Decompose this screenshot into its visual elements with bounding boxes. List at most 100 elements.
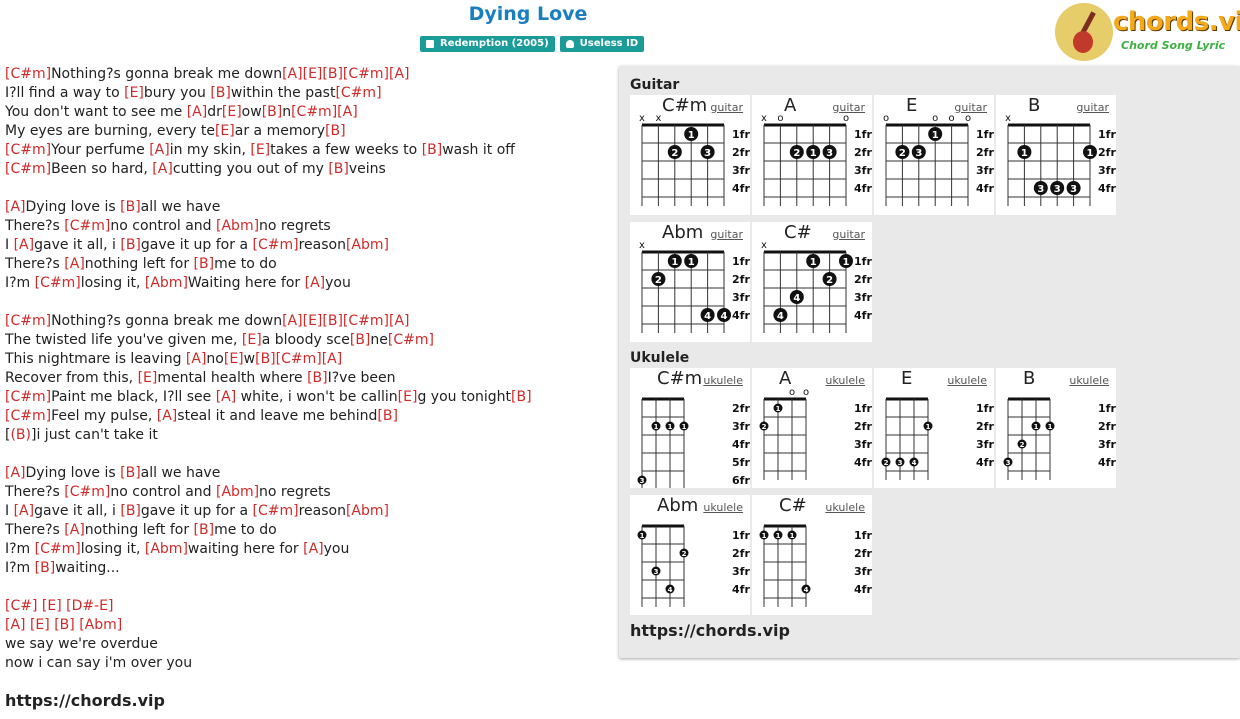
chord-link[interactable]: [C#m] bbox=[335, 85, 382, 101]
chord-link[interactable]: [A] bbox=[5, 199, 26, 215]
chord-link[interactable]: [C#] bbox=[5, 598, 38, 614]
guitar-chord-link[interactable]: guitar bbox=[710, 228, 743, 241]
chord-link[interactable]: [A] bbox=[282, 313, 303, 329]
chord-link[interactable]: [C#m] bbox=[34, 541, 81, 557]
chord-link[interactable]: [A] bbox=[215, 389, 237, 405]
chord-link[interactable]: [B] bbox=[328, 161, 349, 177]
ukulele-chord-link[interactable]: ukulele bbox=[703, 374, 743, 387]
chord-link[interactable]: [A] bbox=[321, 351, 343, 367]
chord-link[interactable]: [B] bbox=[34, 560, 56, 576]
chord-link[interactable]: [Abm] bbox=[216, 218, 260, 234]
guitar-chord-link[interactable]: guitar bbox=[954, 101, 987, 114]
chord-link[interactable]: [A] bbox=[5, 617, 26, 633]
chord-link[interactable]: [A] bbox=[5, 465, 26, 481]
chord-link[interactable]: [A] bbox=[149, 142, 170, 158]
chord-link[interactable]: [E] bbox=[302, 313, 323, 329]
chord-link[interactable]: [C#m] bbox=[342, 313, 389, 329]
chord-link[interactable]: [E] bbox=[223, 351, 244, 367]
chord-link[interactable]: [E] bbox=[124, 85, 144, 101]
chord-link[interactable]: [A] bbox=[186, 104, 208, 120]
guitar-chord-link[interactable]: guitar bbox=[832, 228, 865, 241]
chord-link[interactable]: [B] bbox=[193, 522, 215, 538]
chord-link[interactable]: [A] bbox=[282, 66, 303, 82]
chord-link[interactable]: [Abm] bbox=[345, 503, 389, 519]
chord-link[interactable]: [E] bbox=[241, 332, 262, 348]
ukulele-chord-link[interactable]: ukulele bbox=[1069, 374, 1109, 387]
chord-link[interactable]: [E] bbox=[214, 123, 235, 139]
chord-link[interactable]: [C#m] bbox=[64, 218, 111, 234]
chord-link[interactable]: [B] bbox=[511, 389, 532, 405]
chord-link[interactable]: [B] bbox=[120, 503, 141, 519]
chord-link[interactable]: [C#m] bbox=[34, 275, 81, 291]
chord-link[interactable]: [B] bbox=[210, 85, 231, 101]
chord-link[interactable]: [B] bbox=[322, 66, 343, 82]
chord-link[interactable]: [E] bbox=[302, 66, 323, 82]
panel-url[interactable]: https://chords.vip bbox=[630, 621, 790, 640]
chord-link[interactable]: [D#-E] bbox=[66, 598, 114, 614]
chord-link[interactable]: [B] bbox=[120, 199, 141, 215]
chord-link[interactable]: [A] bbox=[185, 351, 207, 367]
guitar-chord-link[interactable]: guitar bbox=[1076, 101, 1109, 114]
chord-link[interactable]: [A] bbox=[13, 503, 35, 519]
chord-link[interactable]: [B] bbox=[54, 617, 75, 633]
guitar-chord-link[interactable]: guitar bbox=[832, 101, 865, 114]
chord-link[interactable]: [E] bbox=[29, 617, 50, 633]
chord-link[interactable]: [A] bbox=[64, 522, 85, 538]
chord-link[interactable]: [A] bbox=[389, 313, 410, 329]
chord-link[interactable]: [E] bbox=[250, 142, 271, 158]
chord-link[interactable]: [A] bbox=[303, 541, 324, 557]
chord-link[interactable]: [B] bbox=[255, 351, 276, 367]
chord-link[interactable]: [B] bbox=[120, 237, 141, 253]
chord-link[interactable]: [C#m] bbox=[252, 503, 299, 519]
chord-link[interactable]: [E] bbox=[397, 389, 418, 405]
chord-link[interactable]: [B] bbox=[322, 313, 343, 329]
chord-link[interactable]: [C#m] bbox=[64, 484, 111, 500]
artist-badge[interactable]: Useless ID bbox=[559, 36, 645, 52]
chord-link[interactable]: [C#m] bbox=[5, 313, 52, 329]
chord-link[interactable]: [B] bbox=[377, 408, 398, 424]
chord-link[interactable]: [C#m] bbox=[5, 389, 52, 405]
site-logo[interactable]: chords.vip Chord Song Lyric bbox=[1055, 3, 1240, 63]
chord-link[interactable]: [B] bbox=[307, 370, 328, 386]
ukulele-chord-link[interactable]: ukulele bbox=[947, 374, 987, 387]
chord-link[interactable]: [C#m] bbox=[5, 142, 52, 158]
chord-link[interactable]: [B] bbox=[193, 256, 215, 272]
chord-link[interactable]: [A] bbox=[152, 161, 173, 177]
chord-link[interactable]: [A] bbox=[156, 408, 178, 424]
chord-link[interactable]: [B] bbox=[349, 332, 371, 348]
footer-url[interactable]: https://chords.vip bbox=[5, 691, 165, 710]
chord-link[interactable]: (B) bbox=[10, 427, 31, 443]
chord-link[interactable]: [B] bbox=[421, 142, 443, 158]
guitar-chord-link[interactable]: guitar bbox=[710, 101, 743, 114]
chord-link[interactable]: [E] bbox=[221, 104, 242, 120]
chord-link[interactable]: [A] bbox=[13, 237, 35, 253]
chord-link[interactable]: [A] bbox=[389, 66, 410, 82]
ukulele-chord-link[interactable]: ukulele bbox=[825, 501, 865, 514]
chord-link[interactable]: [C#m] bbox=[342, 66, 389, 82]
chord-link[interactable]: [C#m] bbox=[252, 237, 299, 253]
ukulele-chord-link[interactable]: ukulele bbox=[825, 374, 865, 387]
ukulele-chord-link[interactable]: ukulele bbox=[703, 501, 743, 514]
chord-link[interactable]: [C#m] bbox=[5, 66, 52, 82]
chord-link[interactable]: [E] bbox=[137, 370, 158, 386]
chord-link[interactable]: [Abm] bbox=[216, 484, 260, 500]
chord-link[interactable]: [A] bbox=[304, 275, 326, 291]
chord-link[interactable]: [B] bbox=[261, 104, 283, 120]
chord-link[interactable]: [A] bbox=[337, 104, 358, 120]
chord-link[interactable]: [C#m] bbox=[291, 104, 338, 120]
chord-link[interactable]: [Abm] bbox=[144, 541, 188, 557]
chord-link[interactable]: [C#m] bbox=[5, 161, 52, 177]
chord-link[interactable]: [A] bbox=[64, 256, 85, 272]
chord-link[interactable]: [B] bbox=[325, 123, 346, 139]
